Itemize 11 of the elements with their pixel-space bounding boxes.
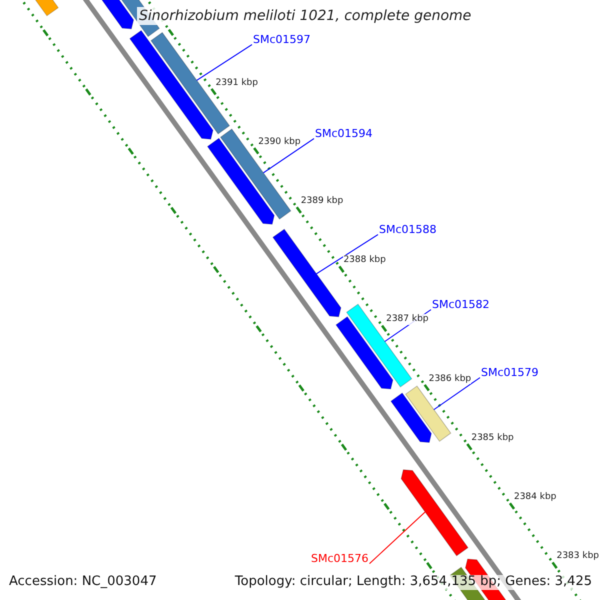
tick-label: 2384 kbp [514, 492, 556, 502]
tick-label: 2387 kbp [386, 314, 428, 325]
accession-text: Accession: NC_003047 [9, 575, 157, 590]
tick-label: 2390 kbp [258, 136, 301, 148]
title: Sinorhizobium meliloti 1021, complete genome [137, 7, 474, 26]
tick-label: 2383 kbp [556, 551, 600, 562]
tick-label: 2385 kbp [471, 432, 514, 444]
tick-label: 2391 kbp [216, 78, 258, 88]
tick-label: 2389 kbp [300, 196, 344, 206]
genome-summary-text: Topology: circular; Length: 3,654,135 bp; Genes: 3,425 [234, 575, 592, 590]
tick-label: 2388 kbp [343, 255, 386, 266]
